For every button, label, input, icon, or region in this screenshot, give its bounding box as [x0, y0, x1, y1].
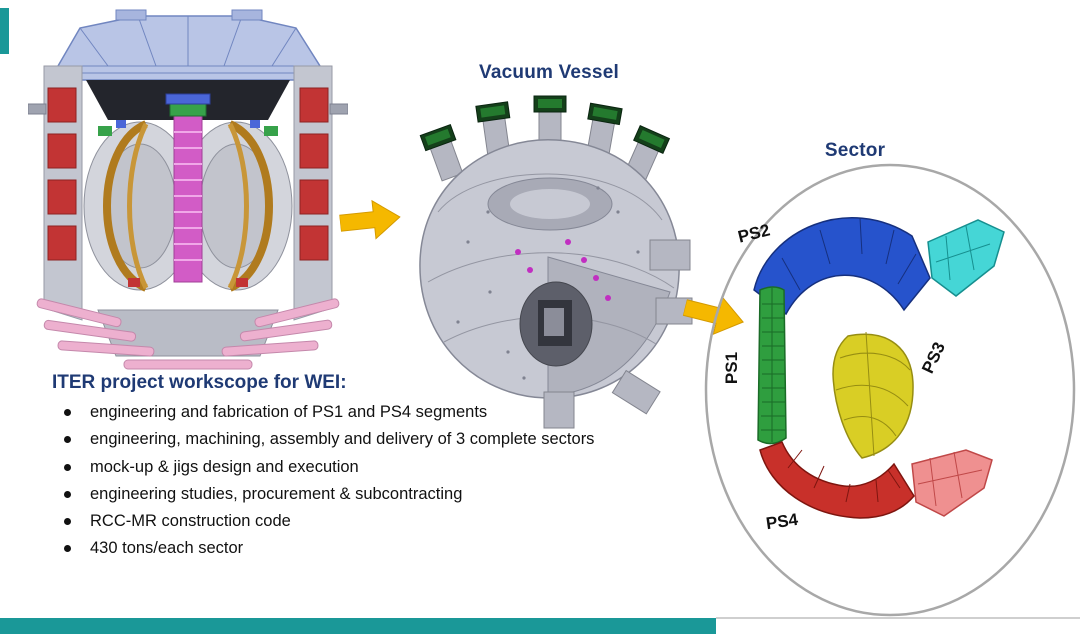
port-stub-left — [28, 103, 47, 115]
workscope-bullet: mock-up & jigs design and execution — [52, 458, 712, 478]
workscope-bullet: RCC-MR construction code — [52, 512, 712, 532]
bottom-divider-line — [716, 617, 1080, 619]
ps1-label: PS1 — [722, 351, 742, 385]
top-left-accent-bar — [0, 8, 9, 54]
vacuum-vessel-figure — [419, 95, 693, 429]
workscope-bullet: engineering studies, procurement & subco… — [52, 485, 712, 505]
ps2-segment — [753, 217, 931, 316]
central-solenoid — [165, 93, 211, 283]
workscope-bullet: 430 tons/each sector — [52, 539, 712, 559]
ps1-segment — [757, 286, 787, 445]
vacuum-vessel-label: Vacuum Vessel — [479, 62, 619, 83]
workscope-bullet-list: engineering and fabrication of PS1 and P… — [52, 403, 712, 559]
port-stub-right — [329, 103, 348, 115]
tokamak-cutaway-figure — [28, 9, 348, 370]
workscope-bullet: engineering, machining, assembly and del… — [52, 430, 712, 450]
cyan-segment — [927, 219, 1005, 297]
vessel-cross-sections — [83, 120, 293, 292]
sector-exploded-figure — [704, 163, 1076, 617]
workscope-block: ITER project workscope for WEI: engineer… — [52, 372, 712, 567]
diagnostic-dots — [515, 239, 611, 301]
sector-label: Sector — [824, 140, 886, 161]
ps3-segment — [832, 331, 914, 459]
workscope-bullet: engineering and fabrication of PS1 and P… — [52, 403, 712, 423]
cad-details — [98, 120, 278, 287]
surface-detail — [456, 186, 640, 380]
pink-segment — [911, 449, 993, 517]
bottom-accent-bar — [0, 618, 716, 634]
base-structure — [97, 309, 279, 357]
workscope-title: ITER project workscope for WEI: — [52, 372, 347, 393]
sector-ellipse — [704, 163, 1076, 617]
cryostat-lid — [57, 9, 321, 81]
vessel-opening — [519, 281, 593, 367]
arrow-right-icon — [338, 199, 401, 240]
cryostat-walls — [43, 65, 333, 321]
ps4-segment — [759, 441, 915, 519]
cooling-pipes — [36, 298, 340, 370]
